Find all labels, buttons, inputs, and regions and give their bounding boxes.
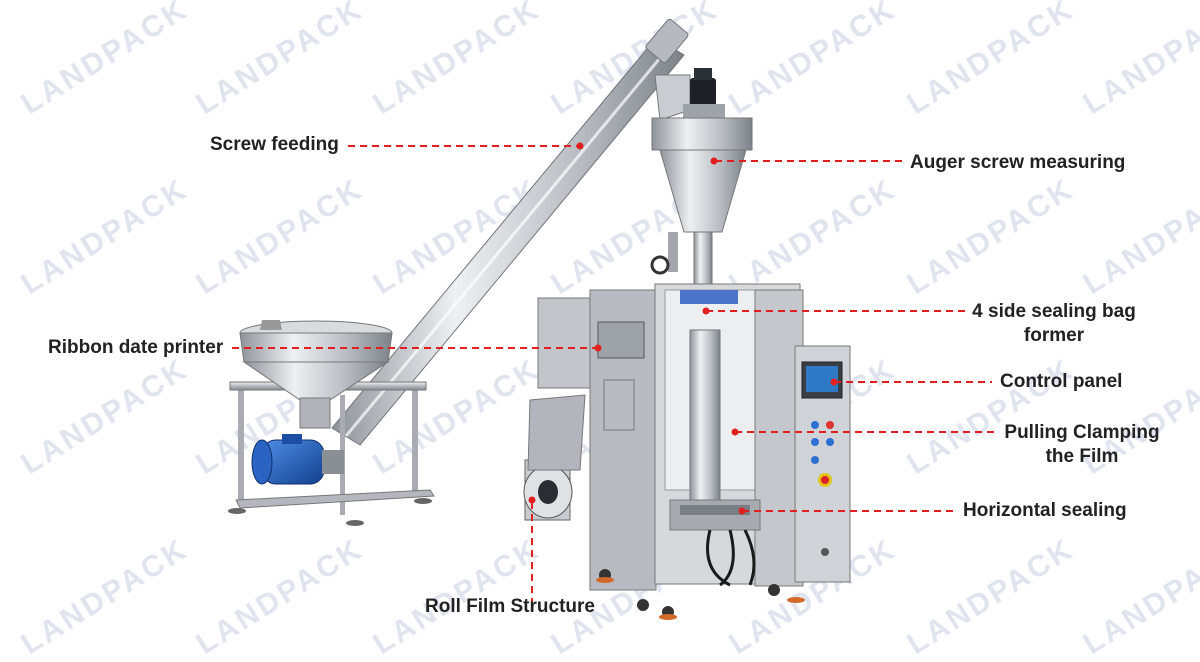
- label-auger-screw-measuring: Auger screw measuring: [910, 152, 1126, 173]
- leader-dot-horizontal-sealing: [738, 507, 746, 515]
- leader-dot-control-panel: [830, 378, 838, 386]
- label-pulling-clamping-line2: the Film: [1045, 446, 1119, 467]
- screw-conveyor: [331, 18, 691, 446]
- label-ribbon-date-printer: Ribbon date printer: [48, 337, 224, 358]
- leader-dot-ribbon-date-printer: [594, 344, 602, 352]
- film-roll: [523, 394, 586, 521]
- label-bag-former-line1: 4 side sealing bag: [972, 301, 1136, 322]
- label-control-panel: Control panel: [1000, 371, 1123, 392]
- leader-dot-pulling-clamping: [731, 428, 739, 436]
- control-cabinet: [794, 345, 851, 583]
- feed-hopper: [228, 320, 435, 526]
- electric-motor: [251, 434, 344, 485]
- label-bag-former-line2: former: [1023, 325, 1085, 346]
- auger-filler: [650, 68, 753, 285]
- label-pulling-clamping: Pulling Clamping the Film: [1000, 421, 1164, 469]
- leader-dot-auger-screw-measuring: [710, 157, 718, 165]
- label-pulling-clamping-line1: Pulling Clamping: [1004, 422, 1160, 443]
- leader-dot-bag-former: [702, 307, 710, 315]
- label-roll-film-structure: Roll Film Structure: [425, 596, 595, 617]
- label-horizontal-sealing: Horizontal sealing: [963, 500, 1127, 521]
- label-screw-feeding: Screw feeding: [210, 134, 339, 155]
- leader-dot-screw-feeding: [576, 142, 584, 150]
- label-bag-former: 4 side sealing bag former: [968, 300, 1140, 348]
- leader-dot-roll-film-structure: [528, 496, 536, 504]
